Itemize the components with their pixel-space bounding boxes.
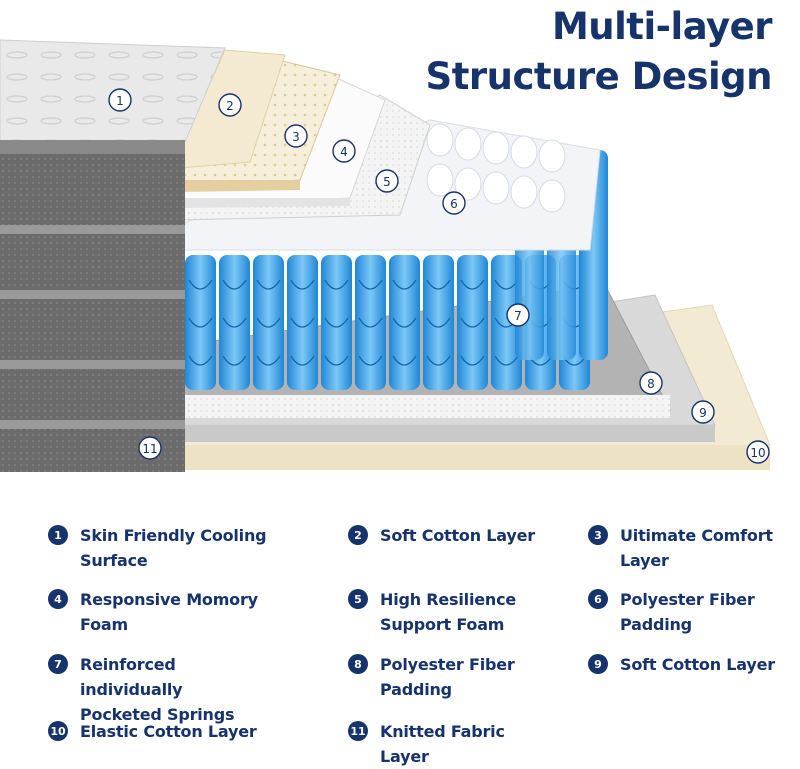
callout-2: 2 xyxy=(218,93,242,117)
callout-1: 1 xyxy=(108,88,132,112)
legend-number-badge: 4 xyxy=(48,589,68,609)
spring-pocket xyxy=(219,255,250,390)
svg-text:11: 11 xyxy=(142,442,157,456)
legend-item-1: 1 Skin Friendly Cooling Surface xyxy=(48,523,268,573)
legend-label: Elastic Cotton Layer xyxy=(80,722,257,741)
callout-5: 5 xyxy=(375,169,399,193)
callout-9: 9 xyxy=(691,400,715,424)
legend-item-11: 11 Knitted Fabric Layer xyxy=(348,719,548,769)
legend-item-6: 6 Polyester Fiber Padding xyxy=(588,587,788,637)
spring-pocket xyxy=(491,255,522,390)
callout-6: 6 xyxy=(442,191,466,215)
mattress-illustration: 1 2 3 4 5 6 7 8 9 10 11 xyxy=(0,39,771,472)
svg-text:4: 4 xyxy=(340,145,348,159)
legend-number-badge: 11 xyxy=(348,721,368,741)
legend-number-badge: 5 xyxy=(348,589,368,609)
callout-7: 7 xyxy=(506,303,530,327)
legend-label: Polyester Fiber Padding xyxy=(380,655,515,699)
svg-text:5: 5 xyxy=(383,175,391,189)
legend-number-badge: 8 xyxy=(348,654,368,674)
legend-label: Skin Friendly Cooling Surface xyxy=(80,526,267,570)
legend-item-2: 2 Soft Cotton Layer xyxy=(348,523,548,548)
title-line-2: Structure Design xyxy=(425,55,773,98)
page-title: Multi-layer Structure Design xyxy=(425,2,773,102)
legend-label: Soft Cotton Layer xyxy=(380,526,535,545)
callout-3: 3 xyxy=(284,124,308,148)
legend-label: Responsive Momory Foam xyxy=(80,590,258,634)
layer-knitted-fabric xyxy=(0,150,185,472)
legend-number-badge: 6 xyxy=(588,589,608,609)
legend-label: Soft Cotton Layer xyxy=(620,655,775,674)
legend-item-4: 4 Responsive Momory Foam xyxy=(48,587,268,637)
svg-text:10: 10 xyxy=(750,446,765,460)
legend-label: Knitted Fabric Layer xyxy=(380,722,505,766)
svg-text:1: 1 xyxy=(116,94,124,108)
legend-label: Reinforced individually Pocketed Springs xyxy=(80,655,235,724)
legend-item-10: 10 Elastic Cotton Layer xyxy=(48,719,268,744)
legend-number-badge: 2 xyxy=(348,525,368,545)
legend-item-9: 9 Soft Cotton Layer xyxy=(588,652,788,677)
spring-pocket xyxy=(355,255,386,390)
callout-4: 4 xyxy=(332,139,356,163)
legend-number-badge: 10 xyxy=(48,721,68,741)
legend-number-badge: 9 xyxy=(588,654,608,674)
title-line-1: Multi-layer xyxy=(551,5,773,48)
legend-item-5: 5 High Resilience Support Foam xyxy=(348,587,548,637)
spring-pocket xyxy=(185,255,216,390)
callout-8: 8 xyxy=(639,371,663,395)
layer-cooling-surface xyxy=(0,39,226,154)
legend-item-7: 7 Reinforced individually Pocketed Spring… xyxy=(48,652,268,727)
spring-pocket xyxy=(457,255,488,390)
svg-text:7: 7 xyxy=(514,309,522,323)
spring-pocket xyxy=(253,255,284,390)
legend-item-8: 8 Polyester Fiber Padding xyxy=(348,652,548,702)
spring-pocket xyxy=(321,255,352,390)
callout-11: 11 xyxy=(138,436,162,460)
legend-label: Uitimate Comfort Layer xyxy=(620,526,773,570)
svg-text:8: 8 xyxy=(647,377,655,391)
spring-pocket xyxy=(423,255,454,390)
legend-number-badge: 1 xyxy=(48,525,68,545)
legend-number-badge: 7 xyxy=(48,654,68,674)
svg-text:9: 9 xyxy=(699,406,707,420)
spring-pocket xyxy=(389,255,420,390)
svg-text:3: 3 xyxy=(292,130,300,144)
callout-10: 10 xyxy=(746,440,770,464)
legend-number-badge: 3 xyxy=(588,525,608,545)
legend-label: Polyester Fiber Padding xyxy=(620,590,755,634)
svg-text:2: 2 xyxy=(226,99,234,113)
spring-pocket xyxy=(287,255,318,390)
legend-label: High Resilience Support Foam xyxy=(380,590,517,634)
legend-item-3: 3 Uitimate Comfort Layer xyxy=(588,523,788,573)
svg-text:6: 6 xyxy=(450,197,458,211)
callouts: 1 2 3 4 5 6 7 8 9 10 11 xyxy=(108,88,770,464)
